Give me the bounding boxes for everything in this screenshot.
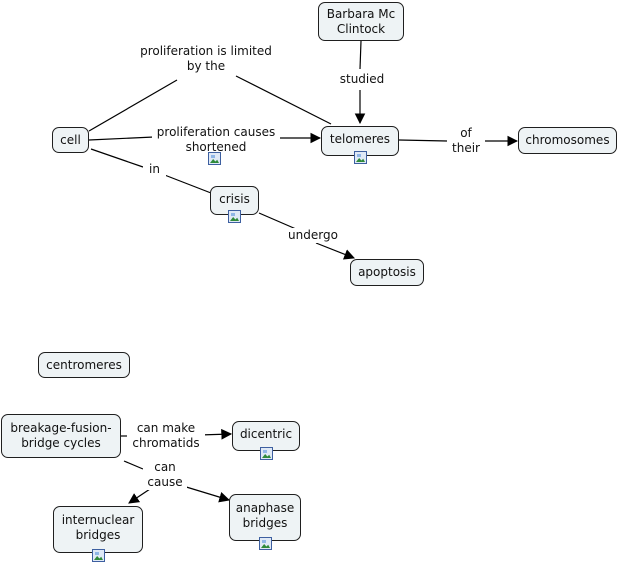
image-resource-icon[interactable] xyxy=(260,447,273,460)
concept-crisis[interactable]: crisis xyxy=(210,186,259,223)
concept-label: breakage-fusion- bridge cycles xyxy=(10,421,112,450)
link-cancause-internuclear xyxy=(128,488,151,504)
link-label-proliferation-limited[interactable]: proliferation is limited by the xyxy=(133,44,279,74)
link-in-crisis xyxy=(161,173,212,194)
link-crisis-undergo xyxy=(258,212,297,230)
concept-label: crisis xyxy=(219,192,250,206)
concept-label: internuclear bridges xyxy=(61,513,135,542)
concept-label: Barbara Mc Clintock xyxy=(326,6,396,36)
link-label-of-their[interactable]: of their xyxy=(447,126,485,156)
image-resource-icon[interactable] xyxy=(228,210,241,223)
image-resource-icon[interactable] xyxy=(208,152,221,165)
concept-label: chromosomes xyxy=(525,133,610,147)
link-undergo-apoptosis xyxy=(315,242,356,260)
link-label-in[interactable]: in xyxy=(143,162,166,177)
link-label-can-cause[interactable]: can cause xyxy=(143,460,187,490)
link-label-studied[interactable]: studied xyxy=(334,72,390,87)
link-barbara-studied xyxy=(359,40,362,70)
concept-apoptosis[interactable]: apoptosis xyxy=(350,259,424,286)
link-cell-causes xyxy=(88,136,155,141)
concept-internuclear-bridges[interactable]: internuclear bridges xyxy=(53,506,143,562)
concept-label: centromeres xyxy=(46,357,122,372)
concept-anaphase-bridges[interactable]: anaphase bridges xyxy=(229,494,301,550)
link-cell-in xyxy=(90,148,144,168)
concept-dicentric[interactable]: dicentric xyxy=(232,421,300,460)
image-resource-icon[interactable] xyxy=(354,151,367,164)
link-limited-telomeres xyxy=(235,75,332,125)
image-resource-icon[interactable] xyxy=(92,549,105,562)
link-bfb-cancause xyxy=(123,460,144,470)
link-label-can-make-chromatids[interactable]: can make chromatids xyxy=(127,421,205,451)
concept-label: dicentric xyxy=(239,427,293,441)
link-label-undergo[interactable]: undergo xyxy=(283,228,343,243)
concept-label: telomeres xyxy=(329,132,391,146)
concept-telomeres[interactable]: telomeres xyxy=(321,126,399,164)
concept-label: anaphase bridges xyxy=(235,501,295,530)
concept-cell[interactable]: cell xyxy=(52,127,89,153)
concept-barbara-mcclintock[interactable]: Barbara Mc Clintock xyxy=(318,2,404,41)
link-label-proliferation-causes[interactable]: proliferation causes shortened xyxy=(152,125,280,155)
concept-label: apoptosis xyxy=(358,265,416,279)
link-cancause-anaphase xyxy=(182,485,231,503)
concept-breakage-fusion-bridge-cycles[interactable]: breakage-fusion- bridge cycles xyxy=(1,414,121,458)
link-telomeres-oftheir xyxy=(398,139,448,142)
image-resource-icon[interactable] xyxy=(259,537,272,550)
concept-label: cell xyxy=(60,132,81,147)
link-cell-limited xyxy=(88,79,178,132)
concept-centromeres[interactable]: centromeres xyxy=(38,352,130,378)
concept-chromosomes[interactable]: chromosomes xyxy=(518,127,617,154)
